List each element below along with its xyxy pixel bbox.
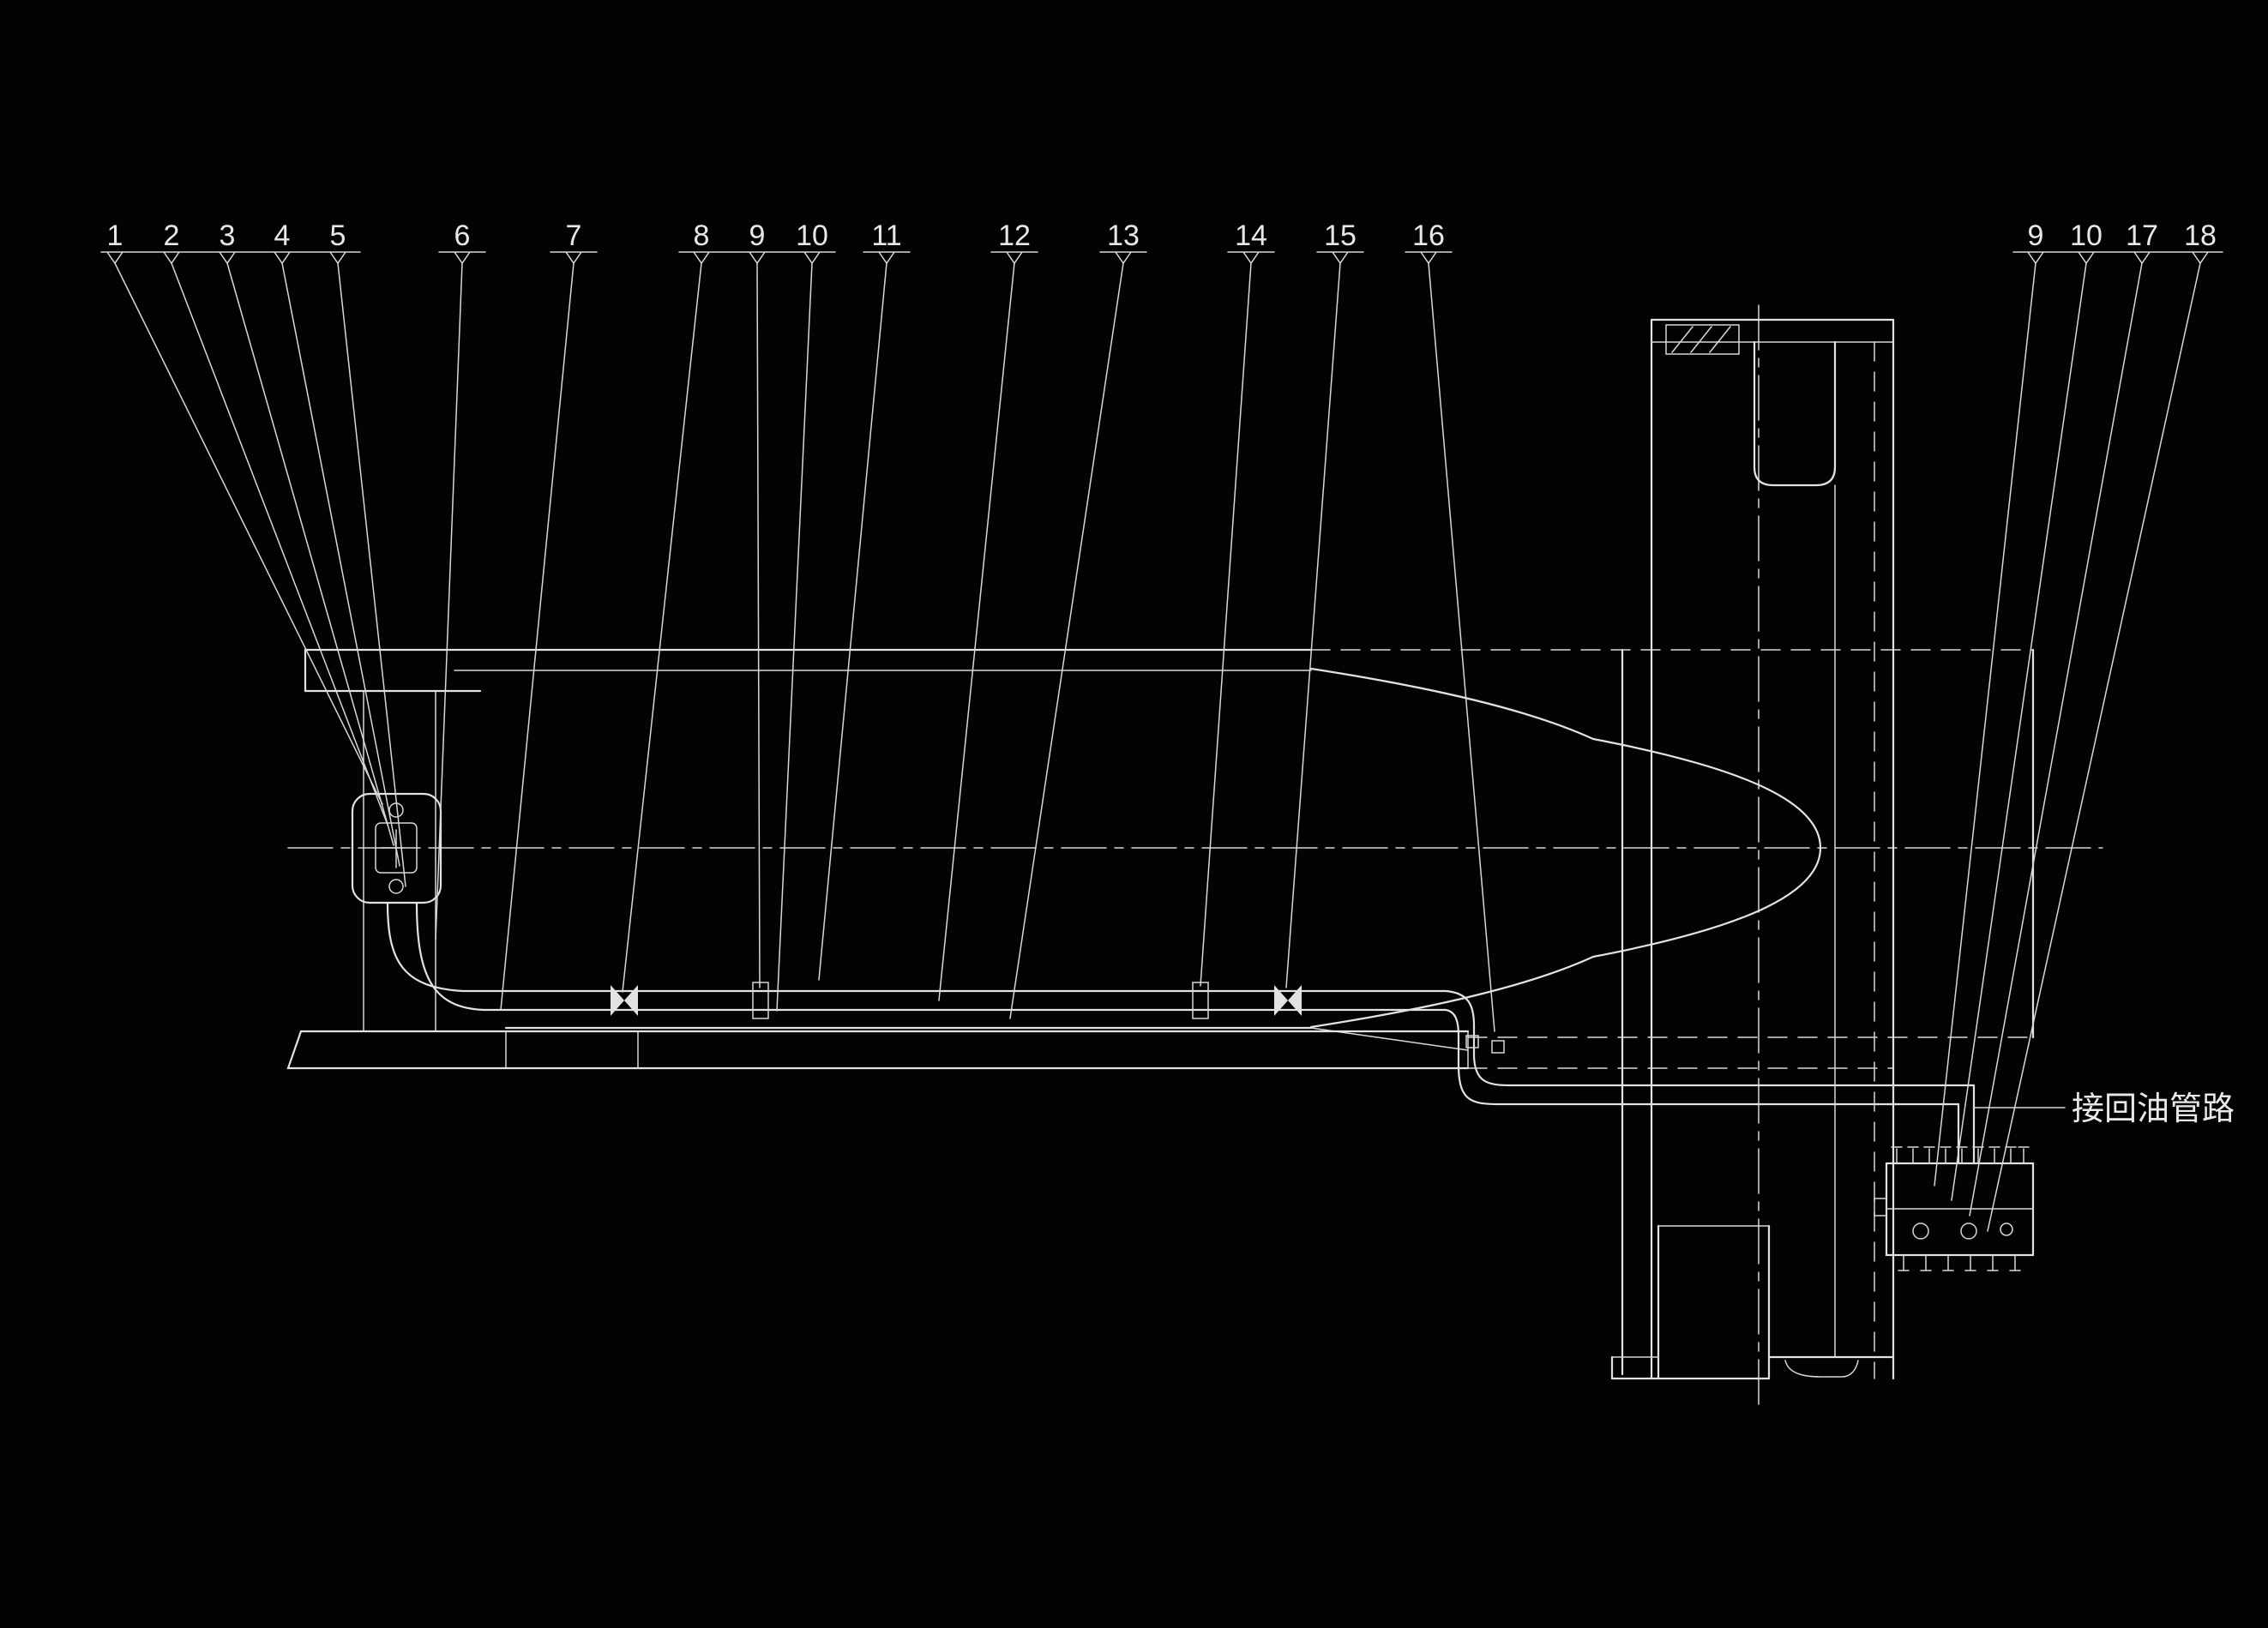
- callout-notch: [454, 251, 471, 265]
- pipe-connector-b: [1491, 1040, 1505, 1054]
- callout-notch: [803, 251, 821, 265]
- callout-notch: [1115, 251, 1132, 265]
- dome-nose: [1309, 667, 1822, 1029]
- manifold-top-ports: [1896, 1148, 2024, 1164]
- callout-label: 9: [749, 219, 766, 252]
- callout-leader-line: [1987, 262, 2201, 1232]
- pipe-upper-wall: [386, 901, 1447, 993]
- callout-label: 18: [2184, 219, 2217, 252]
- callout-notch: [1242, 251, 1260, 265]
- callout-leader-line: [1951, 262, 2087, 1201]
- callout-notch: [106, 251, 123, 265]
- flange-bolt-bottom: [388, 879, 404, 894]
- callout-leader-line: [938, 262, 1015, 1001]
- annotation-label: 接回油管路: [2072, 1090, 2235, 1127]
- callout-label: 10: [2070, 219, 2103, 252]
- callout-label: 15: [1324, 219, 1357, 252]
- pipe-union-fitting-right: [1274, 985, 1302, 1016]
- callout-notch: [2192, 251, 2209, 265]
- callout-leader-line: [1969, 262, 2143, 1216]
- callout-leader-line: [1428, 262, 1495, 1032]
- centerlines: [287, 304, 2103, 1414]
- callout-notch: [274, 251, 291, 265]
- callout-leader-line: [1285, 262, 1341, 988]
- callout-leader-line: [776, 262, 813, 1012]
- callout-label: 17: [2126, 219, 2158, 252]
- callout-label: 9: [2028, 219, 2044, 252]
- callout-label: 1: [107, 219, 123, 252]
- annotation-group: 接回油管路: [1973, 1090, 2235, 1127]
- manifold-bottom-stubs: [1903, 1254, 2016, 1271]
- callout-leader-line: [622, 262, 702, 993]
- support-frame: [1610, 318, 1895, 1380]
- pipe-lower-wall: [415, 901, 1447, 1012]
- callout-label: 3: [220, 219, 236, 252]
- callout-leader-line: [281, 262, 400, 867]
- callout-leader-line: [171, 262, 388, 826]
- callout-label: 11: [871, 219, 901, 252]
- callout-leader-line: [1934, 262, 2036, 1186]
- flange-outer: [351, 792, 442, 904]
- callout-notch: [878, 251, 895, 265]
- callout-label: 16: [1412, 219, 1445, 252]
- manifold-side-connector: [1874, 1198, 1887, 1216]
- callout-label: 12: [998, 219, 1031, 252]
- callout-label: 7: [566, 219, 582, 252]
- callout-label: 8: [694, 219, 710, 252]
- callout-leader-line: [226, 262, 394, 846]
- callout-notch: [163, 251, 180, 265]
- callout-notch: [565, 251, 582, 265]
- callout-notch: [1332, 251, 1349, 265]
- callout-notch: [1006, 251, 1023, 265]
- manifold-port-circle-b: [1960, 1223, 1977, 1240]
- pipe-connector-a: [1465, 1035, 1479, 1048]
- callout-notch: [749, 251, 766, 265]
- manifold-port-circle-a: [1912, 1223, 1929, 1240]
- frame-right-foot-dish: [1784, 1360, 1859, 1378]
- callout-leader-line: [1009, 262, 1124, 1019]
- callout-notch: [329, 251, 346, 265]
- callout-notch: [2133, 251, 2151, 265]
- callout-label: 4: [274, 219, 291, 252]
- callout-label: 13: [1107, 219, 1140, 252]
- oil-pipe: [386, 901, 1976, 1165]
- left-mount-bracket: [304, 648, 1313, 1032]
- callout-notch: [219, 251, 236, 265]
- callout-label: 6: [454, 219, 471, 252]
- callout-notch: [2027, 251, 2044, 265]
- callout-leader-line: [337, 262, 406, 887]
- pipe-clamp-left: [752, 982, 769, 1019]
- flange-inner: [375, 822, 418, 874]
- frame-top-detail: [1665, 324, 1740, 355]
- callout-label: 14: [1235, 219, 1267, 252]
- callout-leader-line: [435, 262, 463, 940]
- callout-leader-line: [114, 262, 383, 805]
- callout-leader-line: [500, 262, 575, 1011]
- frame-top-hook-notch: [1753, 340, 1837, 487]
- callout-leader-line: [1200, 262, 1252, 987]
- callout-notch: [1420, 251, 1437, 265]
- callout-label: 2: [164, 219, 180, 252]
- callout-leader-line: [756, 262, 761, 988]
- callout-label: 10: [796, 219, 828, 252]
- rail-left-end: [286, 1030, 303, 1070]
- pipe-bend-outer: [1444, 989, 1976, 1087]
- callout-leader-line: [818, 262, 887, 981]
- frame-top-hatch: [1671, 326, 1731, 353]
- callout-notch: [2078, 251, 2095, 265]
- callout-label: 5: [330, 219, 346, 252]
- pipe-union-fitting-left: [611, 985, 638, 1016]
- pipe-bend-inner: [1444, 1008, 1960, 1106]
- valve-manifold: [1874, 1146, 2035, 1271]
- pipe-clamp-right: [1192, 982, 1209, 1019]
- manifold-port-circle-c: [2000, 1223, 2013, 1236]
- cylinder-body: [286, 648, 2035, 1070]
- callout-notch: [693, 251, 710, 265]
